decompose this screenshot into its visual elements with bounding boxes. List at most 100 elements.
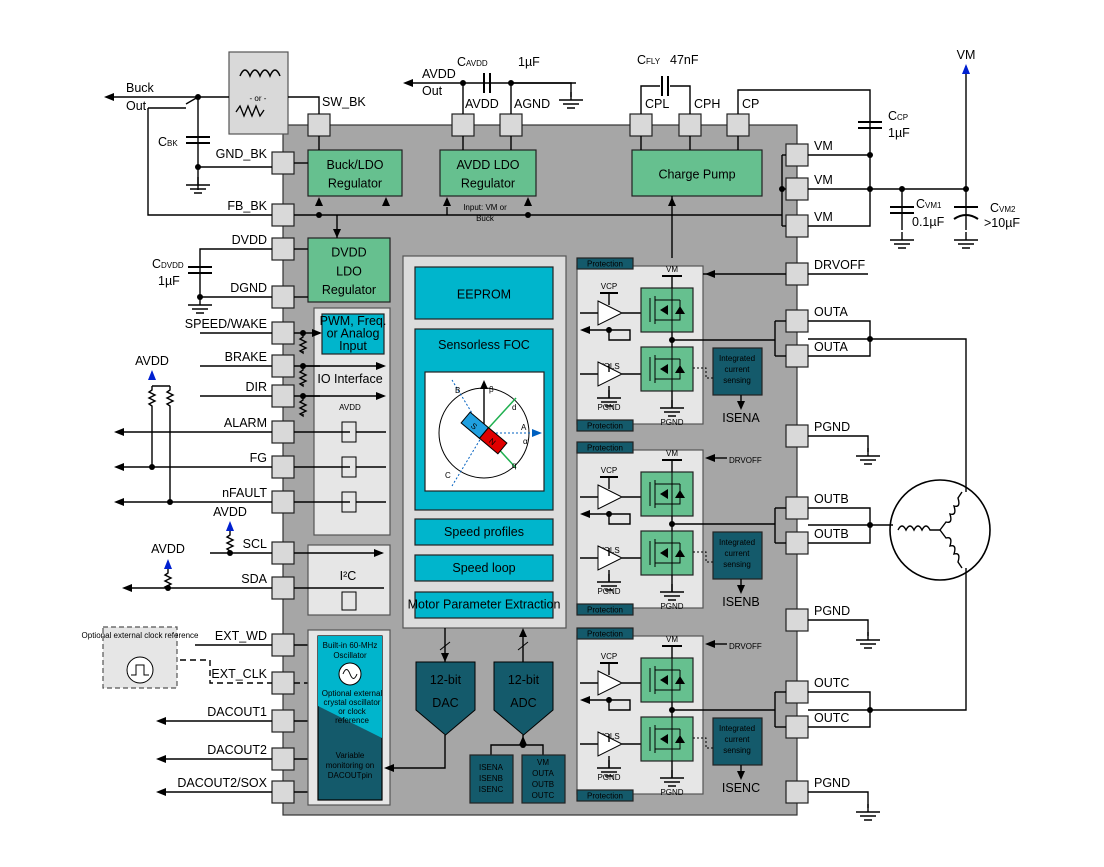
ccp-label: CCP bbox=[888, 109, 908, 123]
buck-ldo-regulator-label: Buck/LDO bbox=[327, 158, 384, 172]
arrow-icon bbox=[668, 197, 676, 206]
pin-label: OUTC bbox=[814, 676, 849, 690]
current-sensing-label: current bbox=[725, 735, 751, 744]
sense-link bbox=[693, 367, 713, 379]
ground-icon bbox=[856, 455, 880, 465]
dac-12bit-label: 12-bit bbox=[430, 673, 462, 687]
pin-label: FG bbox=[250, 451, 267, 465]
wire bbox=[808, 435, 869, 452]
motor-parameter-extraction-block-label: Motor Parameter Extraction bbox=[408, 598, 561, 612]
ground-icon bbox=[856, 639, 880, 649]
adc-input-label: ISENC bbox=[479, 785, 504, 794]
arrow-icon bbox=[580, 510, 590, 518]
pin-label-cph: CPH bbox=[694, 97, 720, 111]
phase-a-label: A bbox=[521, 423, 527, 432]
pwm-input-block-label: PWM, Freq. bbox=[320, 314, 387, 328]
resistor-icon bbox=[298, 333, 308, 355]
pin-drvoff bbox=[785, 262, 809, 286]
arrow-icon bbox=[382, 197, 390, 206]
arrow-icon bbox=[705, 454, 715, 462]
avdd-pullup-label: AVDD bbox=[213, 505, 247, 519]
speed-profiles-block-label: Speed profiles bbox=[444, 525, 524, 539]
arrow-icon bbox=[737, 585, 745, 594]
mosfet-arrow-icon bbox=[660, 489, 668, 499]
magnet-s-label: S bbox=[469, 421, 479, 431]
pwm-input-block-label: or Analog bbox=[327, 327, 380, 341]
arrow-icon bbox=[737, 771, 745, 780]
pgnd-label: PGND bbox=[660, 788, 683, 797]
eeprom-block-label: EEPROM bbox=[457, 288, 511, 302]
wire bbox=[808, 791, 869, 808]
mosfet-icon bbox=[649, 472, 681, 516]
clock-wire bbox=[180, 659, 272, 684]
ground-icon bbox=[856, 811, 880, 821]
junction-dot bbox=[525, 212, 531, 218]
charge-pump-label: Charge Pump bbox=[658, 167, 735, 181]
current-sensing-label: Integrated bbox=[719, 538, 755, 547]
pin-dir bbox=[271, 384, 295, 408]
speed-profiles-block bbox=[414, 518, 554, 546]
pin-pgnd bbox=[785, 608, 809, 632]
clock-ref-label: Optional external clock reference bbox=[82, 631, 200, 640]
cdvdd-value: 1µF bbox=[158, 274, 180, 288]
ground-icon bbox=[890, 239, 914, 249]
protection-badge bbox=[576, 627, 634, 640]
pin-label-avdd: AVDD bbox=[465, 97, 499, 111]
arrow-icon bbox=[519, 736, 527, 745]
resistor-icon bbox=[147, 386, 157, 467]
adc-input-label: ISENA bbox=[479, 763, 504, 772]
oscillator-label: Oscillator bbox=[333, 651, 367, 660]
pin-ext-wd bbox=[271, 633, 295, 657]
protection-badge bbox=[576, 603, 634, 616]
pin-label: VM bbox=[814, 173, 833, 187]
mosfet-icon bbox=[649, 288, 681, 332]
protection-label: Protection bbox=[587, 630, 623, 639]
pin-label: OUTA bbox=[814, 340, 848, 354]
mosfet-arrow-icon bbox=[660, 675, 668, 685]
pin-avdd bbox=[451, 113, 475, 137]
alpha-label: α bbox=[523, 437, 528, 446]
oscillator-upper bbox=[318, 636, 382, 738]
body-diode-icon bbox=[675, 490, 685, 498]
body-diode-icon bbox=[675, 365, 685, 373]
motor-parameter-extraction-block bbox=[414, 591, 554, 619]
mosfet-icon bbox=[649, 347, 681, 391]
rotor-magnet: SN bbox=[460, 411, 508, 455]
capacitor-icon bbox=[890, 206, 914, 214]
current-sensing-label: sensing bbox=[723, 560, 751, 569]
cap-subscript: AVDD bbox=[466, 59, 488, 68]
isen-label: ISENC bbox=[722, 781, 760, 795]
pin-label: VM bbox=[814, 139, 833, 153]
mosfet-icon bbox=[649, 658, 681, 702]
phase-c-label: C bbox=[445, 471, 451, 480]
adc-12bit-label: 12-bit bbox=[508, 673, 540, 687]
cvm2-value: >10µF bbox=[984, 216, 1020, 230]
pin-vm bbox=[785, 177, 809, 201]
integrated-current-sensing bbox=[712, 531, 763, 580]
mosfet-arrow-icon bbox=[660, 364, 668, 374]
dvdd-ldo-regulator-label: Regulator bbox=[322, 283, 376, 297]
pin-gnd-bk bbox=[271, 151, 295, 175]
dvdd-ldo-regulator-label: LDO bbox=[336, 264, 362, 278]
osc-external-label: Optional external bbox=[322, 689, 383, 698]
avdd-out-label: Out bbox=[422, 84, 443, 98]
supply-arrow-icon bbox=[226, 521, 234, 531]
wire bbox=[670, 85, 691, 114]
pin-label-sw-bk: SW_BK bbox=[322, 95, 366, 109]
cdvdd-label: CDVDD bbox=[152, 257, 184, 271]
pin-label: DACOUT2 bbox=[207, 743, 267, 757]
pin-cph bbox=[678, 113, 702, 137]
eeprom-block bbox=[414, 266, 554, 320]
osc-monitor-label: Variable bbox=[336, 751, 365, 760]
drvoff-label: DRVOFF bbox=[729, 642, 762, 651]
motor-winding-a bbox=[897, 525, 940, 532]
ground-icon bbox=[597, 581, 621, 591]
pin-scl bbox=[271, 541, 295, 565]
arrow-icon bbox=[122, 584, 132, 592]
arrow-icon bbox=[114, 463, 124, 471]
resistor-icon bbox=[165, 386, 175, 502]
protection-label: Protection bbox=[587, 444, 623, 453]
isen-label: ISENB bbox=[722, 595, 760, 609]
arrow-icon bbox=[315, 197, 323, 206]
